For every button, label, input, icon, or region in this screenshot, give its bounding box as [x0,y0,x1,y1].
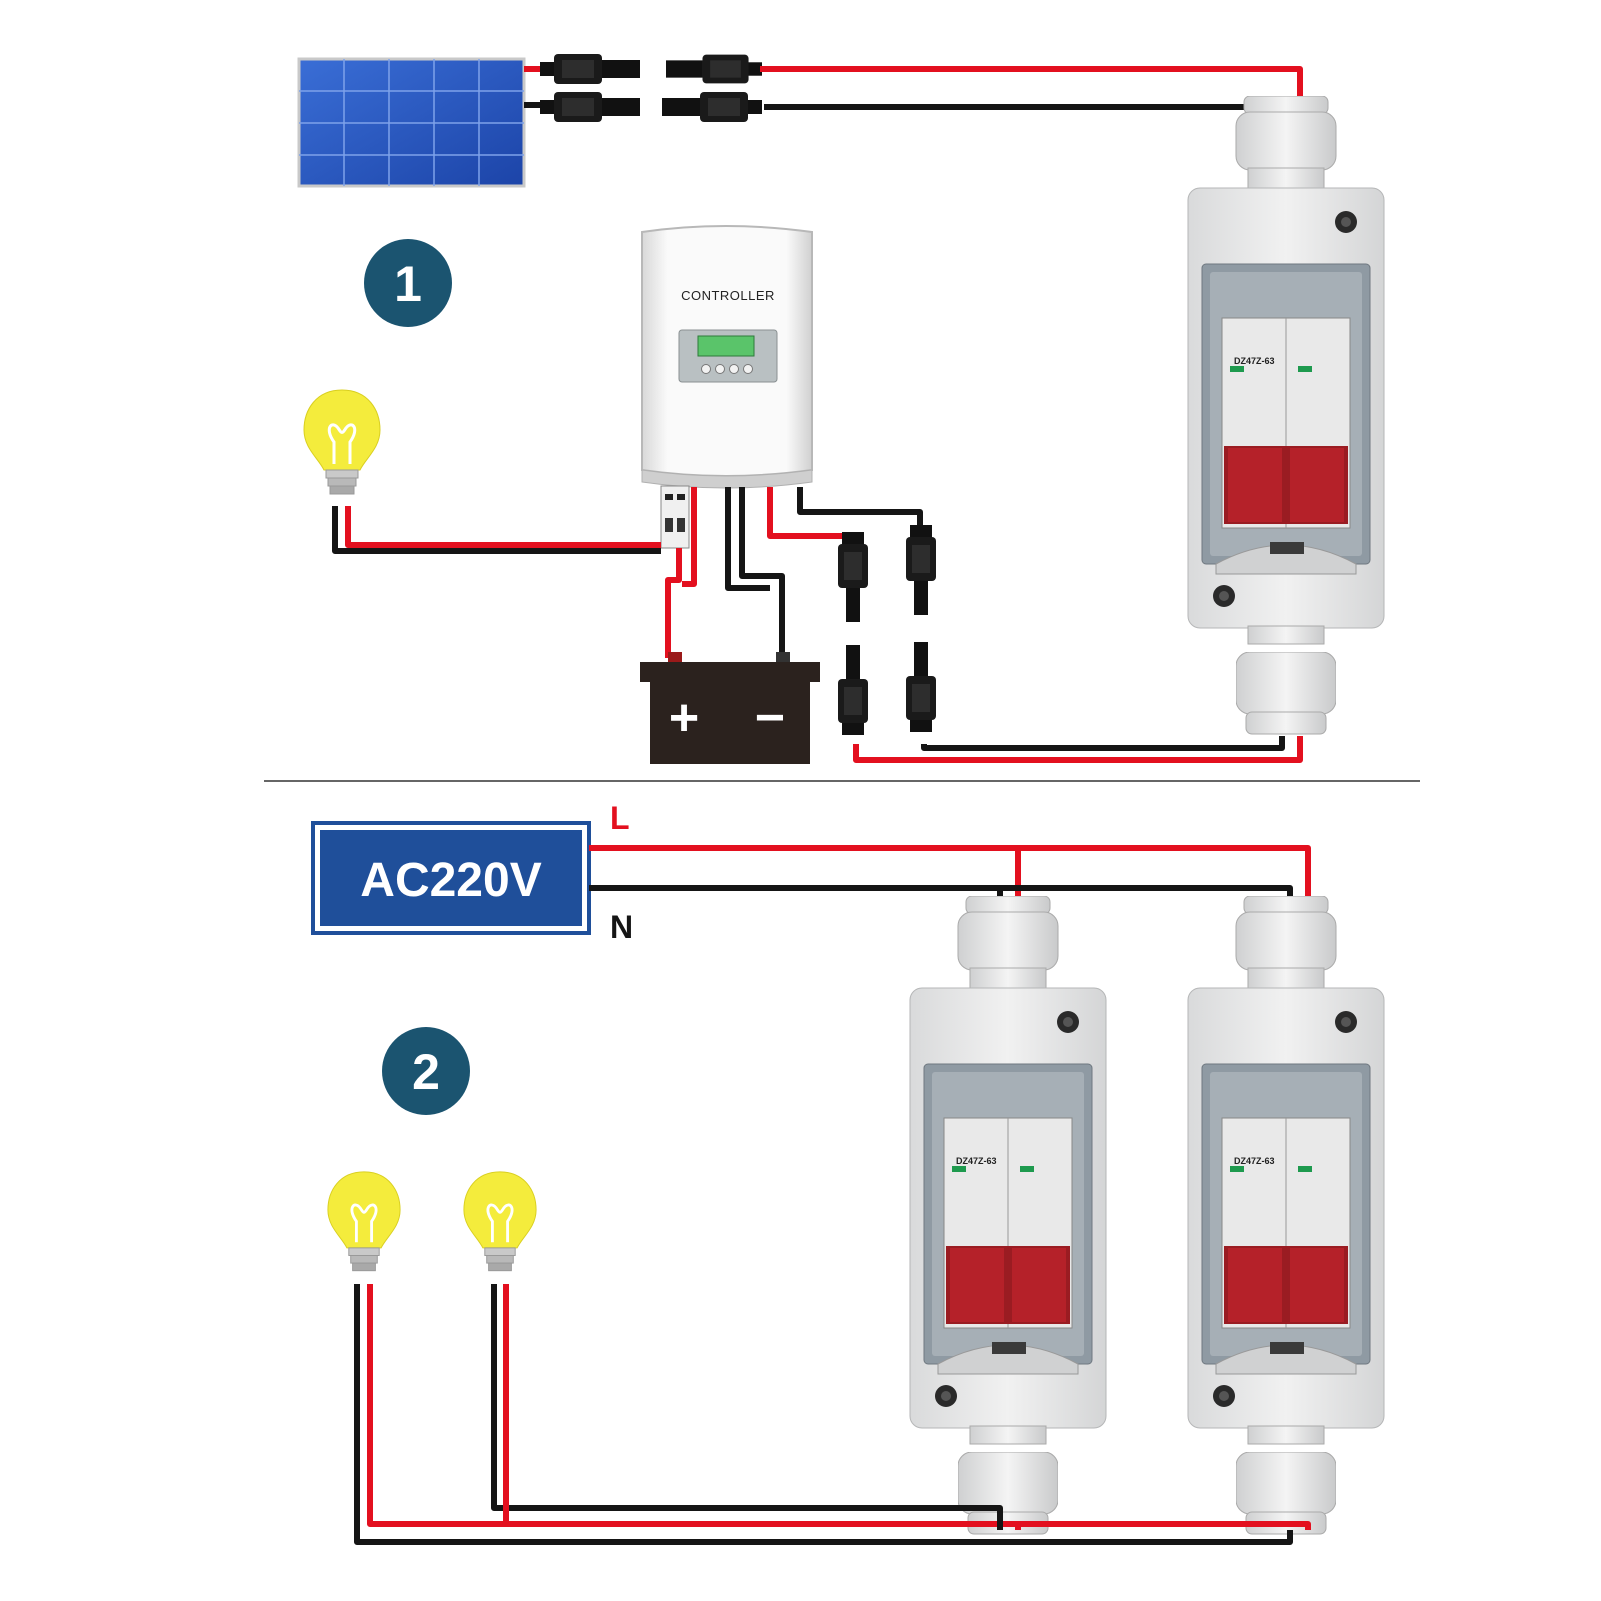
charge-controller: CONTROLLER [641,225,813,489]
dc-breaker-model: DZ47Z-63 [1234,356,1275,366]
mc4-mate-positive [666,54,762,84]
step-2-number: 2 [412,1044,440,1100]
step-1-badge: 1 [364,239,452,327]
controller-label: CONTROLLER [681,288,775,303]
pv-wires [760,66,1303,110]
battery: + − [640,652,820,764]
panel-leads [524,66,540,108]
light-bulb-1 [302,388,382,496]
mc4-vertical-positive-bottom [838,645,868,735]
controller-wires [332,487,923,658]
line-label: L [610,800,630,836]
ac-breaker-enclosure-right [1187,896,1385,1445]
ac-source-label: AC220V [311,821,591,935]
mc4-vertical-positive-top [838,532,868,622]
ac-breaker-left-model: DZ47Z-63 [956,1156,997,1166]
battery-minus: − [755,689,785,747]
dc-breaker-enclosure [1187,96,1385,645]
neutral-label: N [610,909,633,945]
ac-breaker-enclosure-left [909,896,1107,1445]
step-2-badge: 2 [382,1027,470,1115]
mc4-vertical-negative-top [906,525,936,615]
dc-breaker-bottom-gland [1236,652,1336,735]
mc4-connector-positive [540,54,640,84]
light-bulb-2a [326,1170,402,1273]
ac-load-wires [354,1284,1311,1545]
dc-return-wires [853,736,1303,763]
ac-voltage-label: AC220V [360,854,541,907]
ac-supply-wires [589,845,1311,906]
battery-plus: + [669,689,699,747]
step-1-number: 1 [394,256,422,312]
load-mcb [660,485,690,549]
ac-breaker-right-model: DZ47Z-63 [1234,1156,1275,1166]
mc4-mate-negative [662,92,762,122]
mc4-vertical-negative-bottom [906,642,936,732]
light-bulb-2b [462,1170,538,1273]
mc4-connector-negative [540,92,640,122]
solar-panel [297,57,526,188]
